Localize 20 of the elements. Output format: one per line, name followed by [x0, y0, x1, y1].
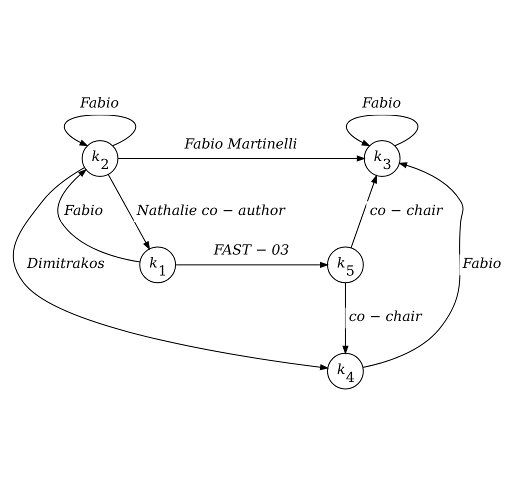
- edge-label: Fabio: [64, 202, 103, 219]
- edge-label: Fabio Martinelli: [184, 136, 298, 152]
- arrow: [118, 155, 366, 162]
- edge-label: Fabio: [362, 96, 401, 112]
- edge-label: Nathalie co − author: [136, 202, 285, 219]
- edge-label: co − chair: [348, 309, 422, 326]
- edge-label: co − chair: [370, 202, 442, 219]
- edge-label: Fabio: [80, 96, 119, 112]
- arrow: [12, 167, 330, 370]
- arrow: [362, 162, 464, 368]
- edge-label: Fabio: [462, 256, 502, 272]
- arrow: [64, 114, 136, 146]
- arrow: [350, 174, 377, 248]
- edge-label: FAST − 03: [214, 242, 290, 259]
- arrow: [346, 114, 418, 146]
- arrow: [57, 168, 140, 262]
- edge-label: Dimitrakos: [27, 256, 105, 272]
- arrow: [175, 262, 329, 268]
- arrow: [108, 174, 150, 250]
- arrow: [342, 282, 349, 355]
